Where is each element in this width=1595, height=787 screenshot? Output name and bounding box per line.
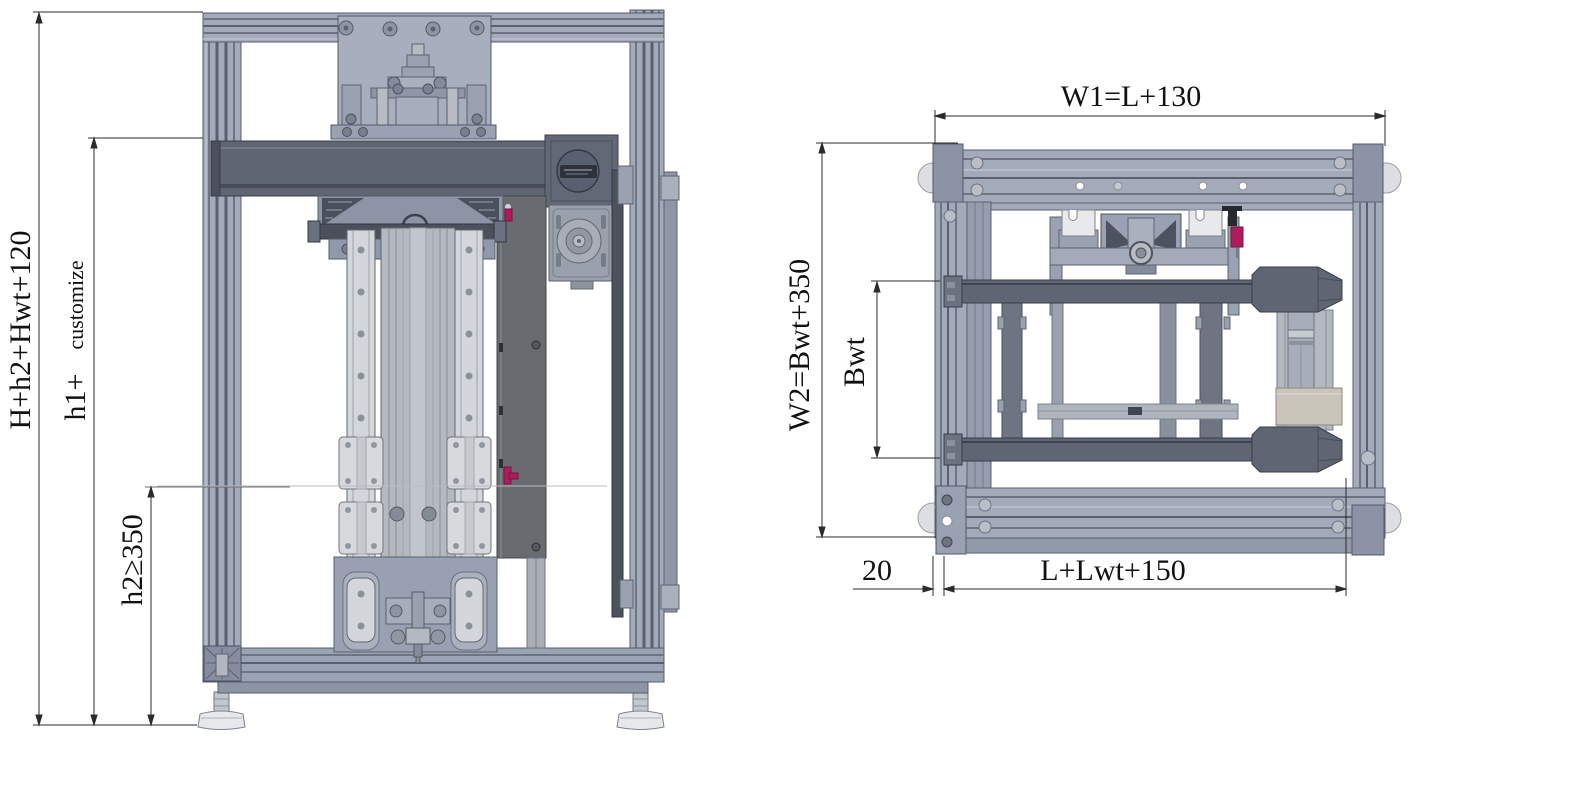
dim-length <box>942 478 1348 596</box>
bearing-blocks <box>338 436 492 555</box>
dim-h1-label: h1+ <box>59 374 92 421</box>
tv-side-rail-right <box>1352 201 1384 513</box>
red-sensor-tag-top <box>504 208 513 222</box>
dim-h2-label: h2≥350 <box>116 514 149 605</box>
frame-right-post <box>629 9 665 683</box>
top-view: W1=L+130 W2=Bwt+350 Bwt 20 <box>783 80 1402 596</box>
dim-w1-label: W1=L+130 <box>1061 80 1201 113</box>
dim-h2 <box>145 485 290 727</box>
motor-logo <box>560 165 597 178</box>
arm-bottom <box>943 426 1343 473</box>
red-sensor-tag-mid <box>503 466 519 485</box>
bottom-left-bracket <box>935 485 967 555</box>
sensor-bracket <box>1222 206 1242 211</box>
leveling-foot-right <box>616 691 665 730</box>
corner-block <box>1351 504 1385 556</box>
red-sensor-tag <box>1230 226 1244 248</box>
arm-top <box>943 266 1343 313</box>
frame-bottom-beam <box>202 645 665 694</box>
gearbox <box>548 204 614 290</box>
tv-frame-top-beam <box>932 143 1384 211</box>
dim-length-label: L+Lwt+150 <box>1040 554 1186 587</box>
motor-housing <box>544 134 619 208</box>
dim-overall-height-label: H+h2+Hwt+120 <box>4 230 37 429</box>
sensor-bracket <box>1228 210 1237 226</box>
dim-w2-label: W2=Bwt+350 <box>783 259 816 431</box>
dim-bwt <box>871 280 940 459</box>
sensor-rail-inner <box>611 165 634 618</box>
clamp-block-left <box>1061 209 1096 237</box>
dim-overall-height <box>33 11 203 727</box>
tv-side-rail-left <box>934 201 992 513</box>
beige-gearbox <box>1275 387 1343 426</box>
dim-bwt-label: Bwt <box>838 336 871 387</box>
clamp-assembly <box>330 43 497 140</box>
dim-w1 <box>933 110 1387 146</box>
sensor-rail-outer <box>660 171 680 613</box>
dim-offset-20-label: 20 <box>862 554 892 587</box>
crossbeam <box>210 140 546 197</box>
clamp-block-right <box>1188 209 1223 237</box>
gripper-assembly <box>1049 206 1244 316</box>
dim-h1 <box>88 136 203 727</box>
dim-w2 <box>816 141 958 539</box>
leveling-foot-left <box>197 691 246 730</box>
backing-plate <box>496 195 547 559</box>
corner-block <box>932 143 964 203</box>
tv-frame-bottom-beam <box>934 485 1386 556</box>
gusset-plate <box>317 195 504 229</box>
front-view: H+h2+Hwt+120 h1+ customize h2≥350 <box>4 9 680 730</box>
cross-bar <box>1037 403 1239 420</box>
frame-left-post <box>202 12 242 683</box>
dim-h1-label-note: customize <box>63 260 88 349</box>
bottom-bracket <box>333 556 498 664</box>
corner-bracket <box>203 645 242 682</box>
corner-block <box>1352 143 1384 203</box>
